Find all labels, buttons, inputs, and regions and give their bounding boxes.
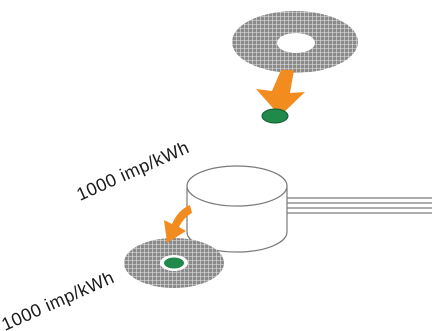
down-arrow-icon xyxy=(256,70,305,116)
lower-disc-icon xyxy=(124,238,224,288)
lower-rate-label: 1000 imp/kWh xyxy=(0,267,117,331)
curved-arrow-icon xyxy=(164,205,192,243)
upper-rate-label: 1000 imp/kWh xyxy=(73,137,192,205)
sensor-cable xyxy=(285,197,432,214)
led-indicator-icon xyxy=(261,108,289,124)
cylinder-sensor-icon xyxy=(186,165,288,253)
upper-disc-icon xyxy=(232,11,358,73)
